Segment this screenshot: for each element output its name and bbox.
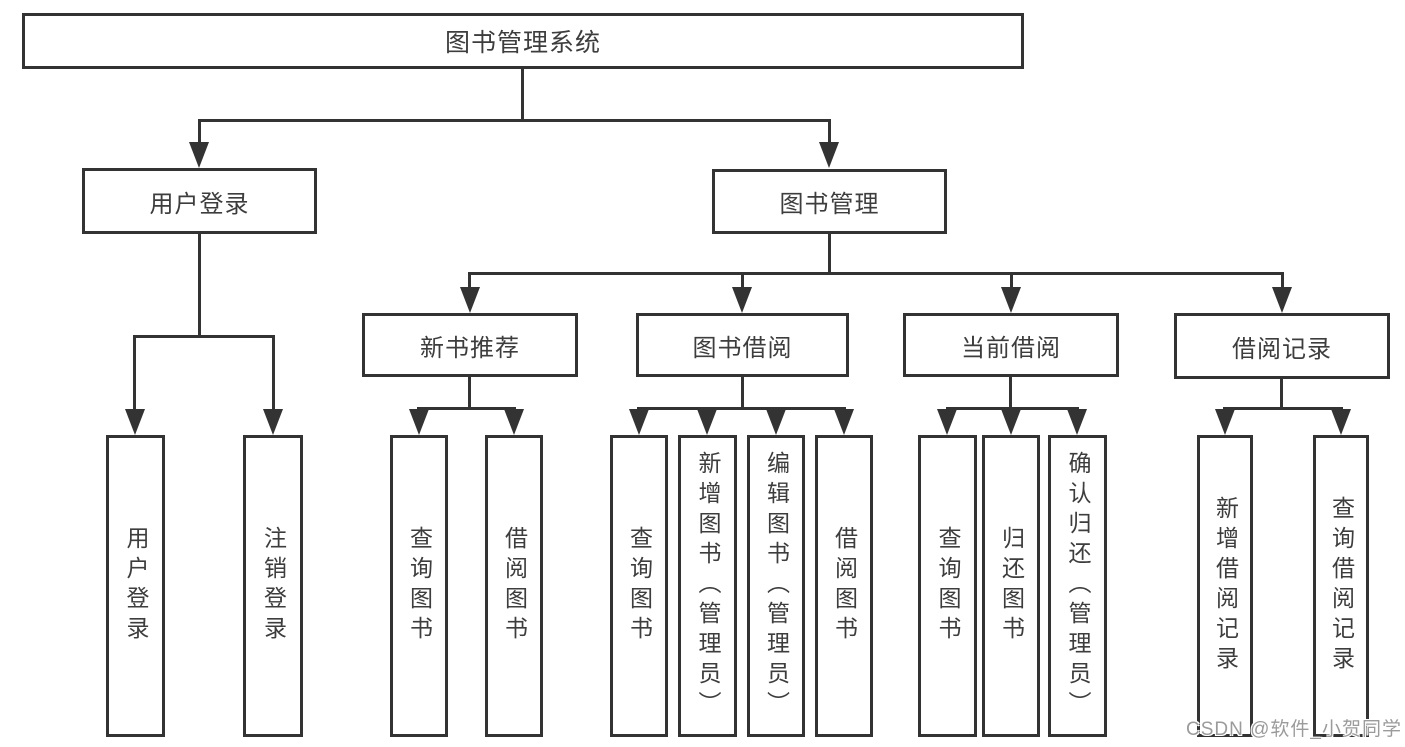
arrow-down-icon [629,409,649,435]
leaf-query-books-borrowing: 查询图书 [610,435,668,737]
arrow-down-icon [937,409,957,435]
arrow-down-icon [409,409,429,435]
connector-book-borrow-bar [637,407,846,410]
connector-current-borrow-bar [946,407,1079,410]
arrow-down-icon [1001,409,1021,435]
arrow-down-icon [263,409,283,435]
arrow-down-icon [732,287,752,313]
connector-book-mgmt-bar [468,272,1284,275]
connector-current-borrow-stem [1009,375,1012,409]
arrow-down-icon [819,142,839,168]
connector-drop [1281,272,1284,290]
arrow-down-icon [1067,409,1087,435]
connector-root-stem [521,67,524,121]
leaf-query-borrow-record: 查询借阅记录 [1313,435,1369,737]
connector-root-drop-right [828,119,831,147]
connector-root-drop-left [198,119,201,147]
arrow-down-icon [1331,409,1351,435]
leaf-edit-books-admin: 编辑图书（管理员） [747,435,805,737]
leaf-borrow-books-recommend: 借阅图书 [485,435,543,737]
connector-root-bar [198,119,831,122]
arrow-down-icon [504,409,524,435]
leaf-query-books-recommend: 查询图书 [390,435,448,737]
connector-drop [133,335,136,412]
leaf-add-borrow-record: 新增借阅记录 [1197,435,1253,737]
node-current-borrowing: 当前借阅 [903,313,1119,377]
node-user-login: 用户登录 [82,168,317,234]
leaf-logout: 注销登录 [243,435,303,737]
connector-drop [741,272,744,290]
node-library-management-system: 图书管理系统 [22,13,1024,69]
connector-drop [1010,272,1013,290]
leaf-confirm-return-admin: 确认归还（管理员） [1048,435,1107,737]
connector-new-book-bar [417,407,516,410]
arrow-down-icon [460,287,480,313]
arrow-down-icon [1272,287,1292,313]
leaf-query-books-current: 查询图书 [918,435,977,737]
leaf-return-books: 归还图书 [982,435,1040,737]
connector-book-mgmt-stem [828,232,831,275]
connector-user-login-bar [133,335,275,338]
node-book-management: 图书管理 [712,169,947,234]
arrow-down-icon [125,409,145,435]
connector-borrow-record-stem [1280,377,1283,409]
connector-drop [468,272,471,290]
leaf-user-login: 用户登录 [106,435,165,737]
connector-book-borrow-stem [741,375,744,409]
csdn-watermark: CSDN @软件_小贺同学 [1186,719,1402,740]
arrow-down-icon [834,409,854,435]
leaf-add-books-admin: 新增图书（管理员） [678,435,737,737]
arrow-down-icon [1001,287,1021,313]
arrow-down-icon [766,409,786,435]
leaf-borrow-books: 借阅图书 [815,435,873,737]
node-book-borrowing: 图书借阅 [636,313,849,377]
connector-user-login-stem [198,232,201,338]
node-borrow-records: 借阅记录 [1174,313,1390,379]
node-new-book-recommend: 新书推荐 [362,313,578,377]
connector-new-book-stem [468,375,471,409]
arrow-down-icon [697,409,717,435]
arrow-down-icon [1215,409,1235,435]
connector-drop [272,335,275,412]
connector-borrow-record-bar [1223,407,1343,410]
arrow-down-icon [189,142,209,168]
